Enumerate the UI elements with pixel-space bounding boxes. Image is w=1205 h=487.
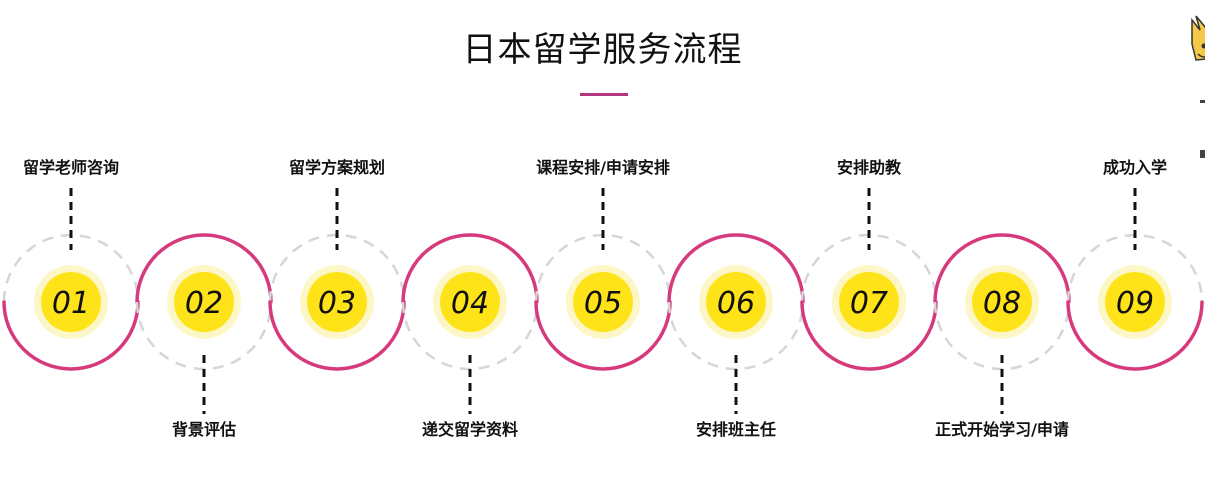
step-8-number-disc bbox=[972, 272, 1032, 332]
step-4-number-disc bbox=[440, 272, 500, 332]
step-9-solid-arc bbox=[1066, 300, 1204, 371]
step-5-label: 课程安排/申请安排 bbox=[536, 158, 670, 177]
step-9-number-disc bbox=[1105, 272, 1165, 332]
step-4-number: 04 bbox=[451, 286, 489, 321]
step-3-number: 03 bbox=[318, 286, 356, 321]
step-8-number: 08 bbox=[983, 286, 1021, 321]
step-1-number-disc bbox=[41, 272, 101, 332]
step-5-number-disc bbox=[573, 272, 633, 332]
step-6-number: 06 bbox=[717, 286, 755, 321]
step-1-label: 留学老师咨询 bbox=[22, 158, 119, 177]
step-5-solid-arc bbox=[534, 300, 672, 371]
step-9-label: 成功入学 bbox=[1102, 158, 1167, 177]
edge-mark bbox=[1200, 100, 1205, 103]
step-4-label: 递交留学资料 bbox=[421, 420, 518, 439]
step-6-label: 安排班主任 bbox=[695, 420, 776, 439]
step-7-solid-arc bbox=[800, 300, 938, 371]
step-7-number: 07 bbox=[850, 286, 888, 321]
step-2-number: 02 bbox=[185, 286, 223, 321]
step-2-solid-arc bbox=[135, 233, 273, 304]
step-1-number: 01 bbox=[52, 286, 90, 321]
step-8-label: 正式开始学习/申请 bbox=[935, 420, 1069, 439]
step-6-dashed-arc bbox=[667, 301, 805, 371]
step-9-number: 09 bbox=[1116, 286, 1154, 321]
step-6-solid-arc bbox=[667, 233, 805, 304]
edge-mark bbox=[1200, 150, 1205, 158]
step-4-solid-arc bbox=[401, 233, 539, 304]
title-underline bbox=[580, 93, 628, 96]
step-2-dashed-arc bbox=[135, 301, 273, 371]
step-7-number-disc bbox=[839, 272, 899, 332]
step-3-number-disc bbox=[307, 272, 367, 332]
step-1-solid-arc bbox=[2, 300, 140, 371]
step-2-number-disc bbox=[174, 272, 234, 332]
step-5-number: 05 bbox=[584, 286, 622, 321]
step-7-label: 安排助教 bbox=[836, 158, 901, 177]
step-8-dashed-arc bbox=[933, 301, 1071, 371]
step-3-label: 留学方案规划 bbox=[288, 158, 385, 177]
step-6-number-disc bbox=[706, 272, 766, 332]
step-2-label: 背景评估 bbox=[171, 420, 236, 439]
step-4-dashed-arc bbox=[401, 301, 539, 371]
step-8-solid-arc bbox=[933, 233, 1071, 304]
page-title: 日本留学服务流程 bbox=[462, 30, 743, 70]
cartoon-character-icon bbox=[1186, 14, 1205, 70]
step-3-solid-arc bbox=[268, 300, 406, 371]
